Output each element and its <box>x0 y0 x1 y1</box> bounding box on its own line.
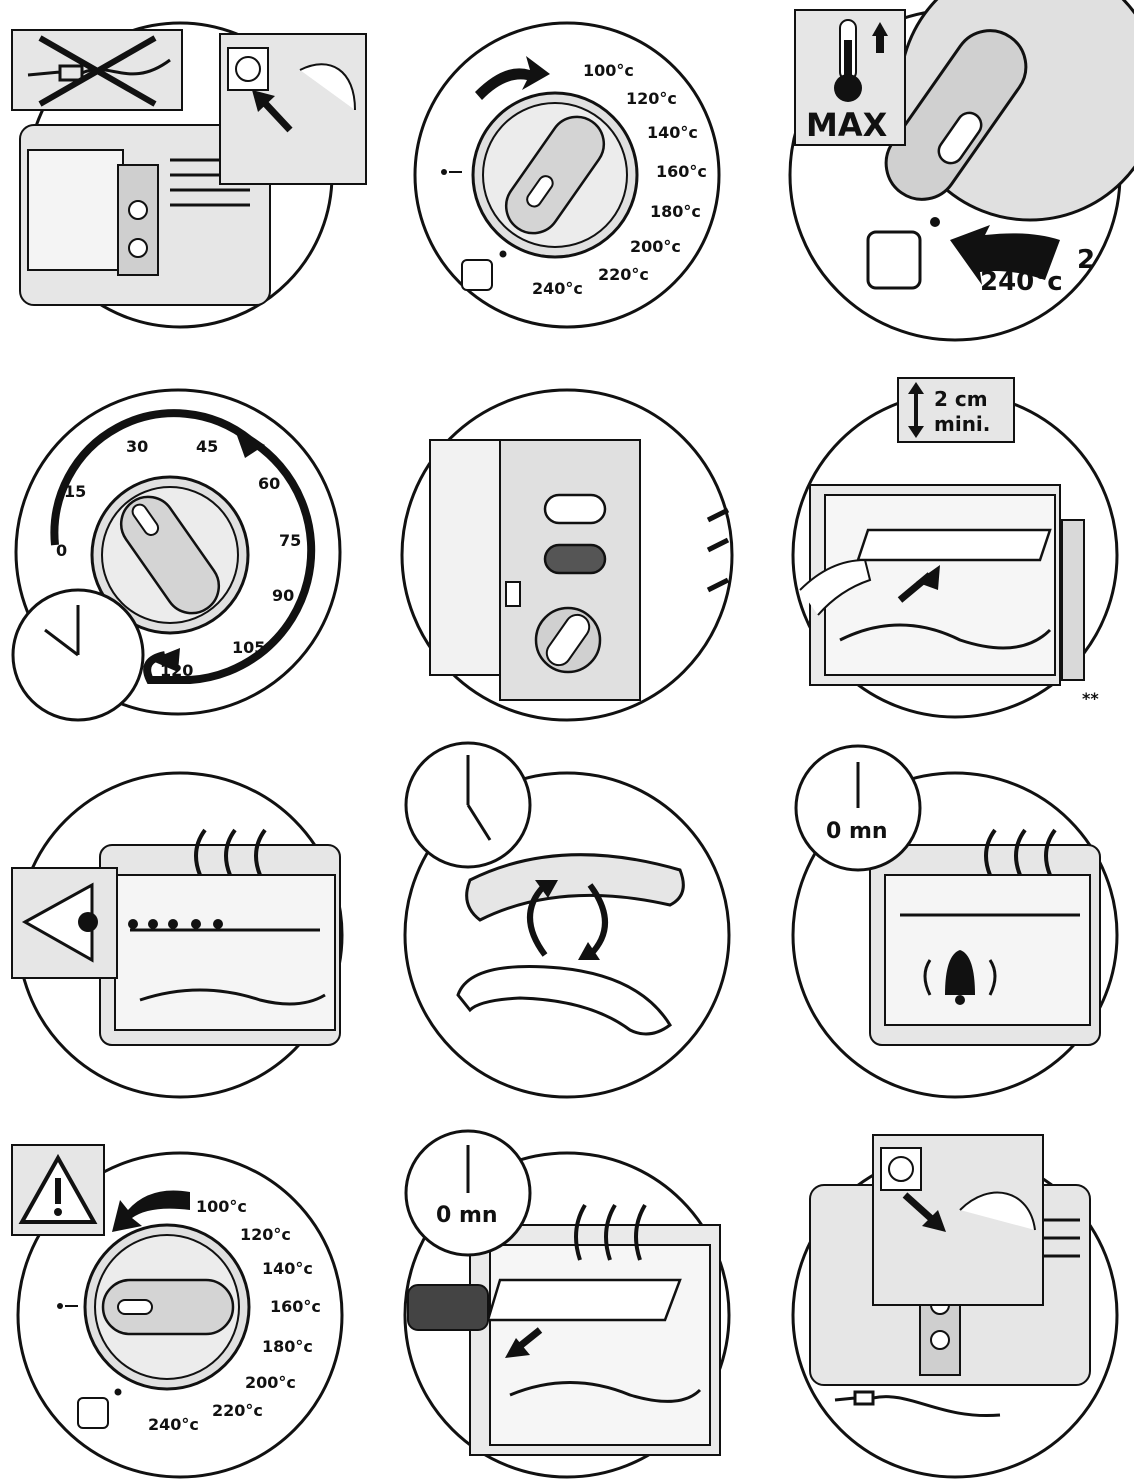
timer-15: 15 <box>64 482 86 501</box>
panel-set-timer: 0 15 30 45 60 75 90 105 120 <box>11 388 342 722</box>
gap-indicator: 2 cm mini. <box>897 377 1015 443</box>
turn-arrow-icon <box>112 1190 190 1232</box>
panel-plug-in <box>11 21 367 329</box>
oven-icon <box>77 1397 109 1429</box>
oven-icon <box>461 259 493 291</box>
panel-control-close-up <box>400 388 734 722</box>
timer-30: 30 <box>126 437 148 456</box>
timer-105: 105 <box>232 638 265 657</box>
panel-unplug <box>791 1134 1119 1479</box>
temp-240: 240°c <box>148 1415 199 1434</box>
timer-end-label: 0 mn <box>826 819 888 844</box>
eye-icon <box>11 867 118 979</box>
panel-insert-tray: 2 cm mini. ** <box>791 377 1119 719</box>
timer-45: 45 <box>196 437 218 456</box>
clock-icon: 0 mn <box>404 1129 532 1257</box>
timer-end-label: 0 mn <box>436 1203 498 1228</box>
panel-turn-food <box>403 741 731 1099</box>
timer-120: 120 <box>160 661 193 680</box>
temp-140: 140°c <box>262 1259 313 1278</box>
unplugged-cord-icon <box>11 29 183 111</box>
timer-60: 60 <box>258 474 280 493</box>
thermostat-dial <box>471 91 639 259</box>
panel-set-max: MAX 240°c 2 <box>788 0 1134 342</box>
oven-icon <box>866 230 922 290</box>
temp-160: 160°c <box>656 162 707 181</box>
turn-arrow-icon <box>475 56 550 100</box>
timer-dial <box>90 475 250 635</box>
panel-timer-bell: 0 mn <box>791 744 1119 1099</box>
panel-remove-tray: 0 mn <box>403 1129 731 1479</box>
temp-200: 200°c <box>630 237 681 256</box>
gap-note: mini. <box>934 412 990 436</box>
clock-icon <box>404 741 532 869</box>
timer-75: 75 <box>279 531 301 550</box>
temp-120: 120°c <box>626 89 677 108</box>
temp-240: 240°c <box>532 279 583 298</box>
temp-180: 180°c <box>650 202 701 221</box>
temp-100: 100°c <box>583 61 634 80</box>
clock-icon <box>11 588 145 722</box>
warning-icon <box>11 1144 105 1236</box>
temp-100: 100°c <box>196 1197 247 1216</box>
partial-temp-240: 240°c <box>980 267 1063 297</box>
panel-watch-cooking <box>11 771 344 1099</box>
oven-illustration <box>19 124 271 306</box>
partial-temp-2: 2 <box>1077 245 1095 275</box>
max-label: MAX <box>806 106 888 144</box>
temp-220: 220°c <box>598 265 649 284</box>
panel-reset-thermostat: 100°c 120°c 140°c 160°c 180°c 200°c 220°… <box>11 1144 344 1479</box>
clock-icon: 0 mn <box>794 744 922 872</box>
thermometer-icon: MAX <box>794 9 906 146</box>
panel-set-temperature: 100°c 120°c 140°c 160°c 180°c 200°c 220°… <box>413 21 721 329</box>
temp-160: 160°c <box>270 1297 321 1316</box>
gap-value: 2 cm <box>934 387 988 411</box>
temp-220: 220°c <box>212 1401 263 1420</box>
temp-180: 180°c <box>262 1337 313 1356</box>
timer-90: 90 <box>272 586 294 605</box>
wall-socket-icon <box>872 1134 1044 1306</box>
temp-200: 200°c <box>245 1373 296 1392</box>
footnote-marker: ** <box>1082 689 1099 708</box>
temp-120: 120°c <box>240 1225 291 1244</box>
temp-140: 140°c <box>647 123 698 142</box>
wall-socket-icon <box>219 33 367 185</box>
bell-icon <box>923 950 997 1005</box>
thermostat-dial <box>83 1223 251 1391</box>
timer-0: 0 <box>56 541 67 560</box>
